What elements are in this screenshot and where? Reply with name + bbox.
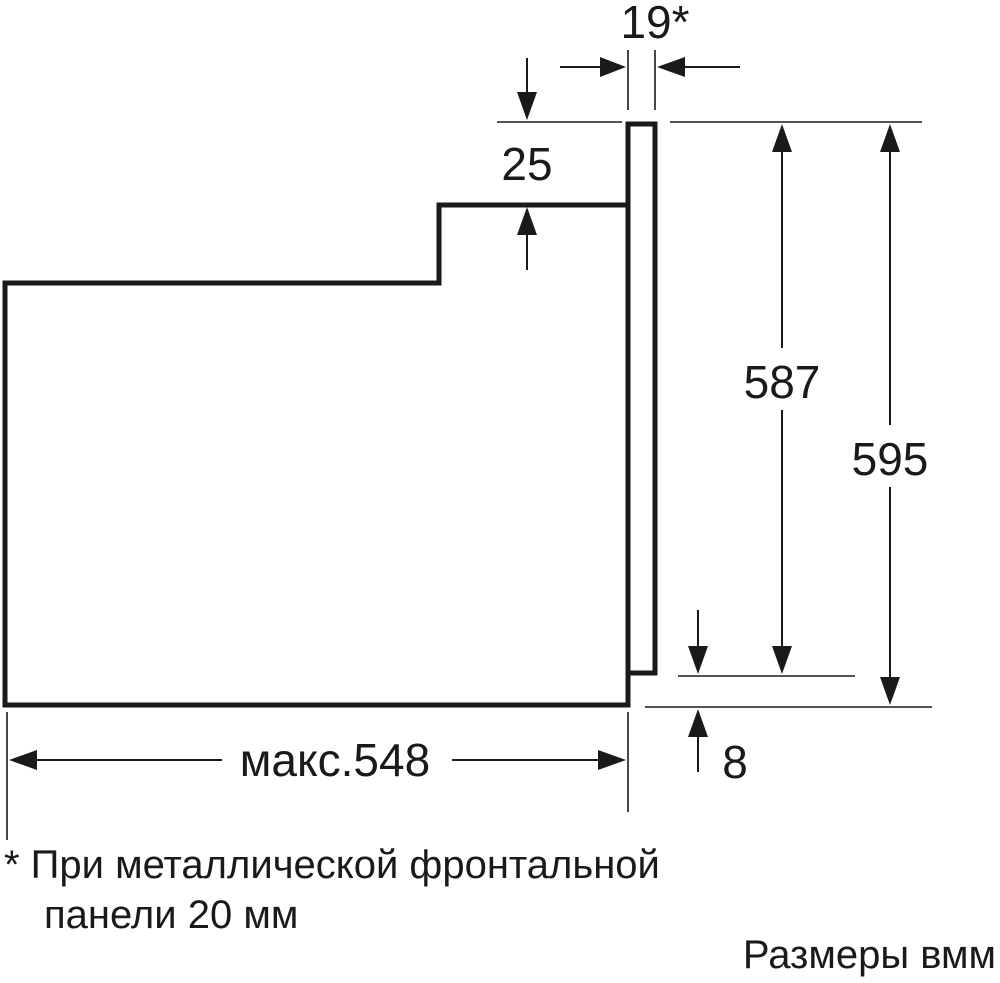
dimension-total-height: 595 — [852, 124, 929, 705]
dimension-panel-thickness: 19* — [560, 0, 740, 77]
dimension-label-total-height: 595 — [852, 433, 929, 485]
oven-body-outline — [2, 202, 631, 708]
dimension-bottom-offset: 8 — [688, 610, 748, 788]
dimension-label-front-height: 587 — [744, 356, 821, 408]
front-panel-outline — [625, 121, 658, 676]
dimension-front-height: 587 — [744, 124, 821, 674]
dimension-label-panel-thickness: 19* — [620, 0, 689, 48]
units-note: Размеры вмм — [743, 933, 996, 977]
footnote-line-1: * При металлической фронтальной — [4, 843, 660, 887]
dimension-label-bottom-offset: 8 — [722, 736, 748, 788]
footnote-line-2: панели 20 мм — [44, 893, 298, 937]
dimension-top-offset: 25 — [501, 58, 553, 270]
dimension-label-max-depth: макс.548 — [240, 734, 430, 786]
dimension-label-top-offset: 25 — [501, 138, 552, 190]
dimension-max-depth: макс.548 — [9, 734, 626, 786]
